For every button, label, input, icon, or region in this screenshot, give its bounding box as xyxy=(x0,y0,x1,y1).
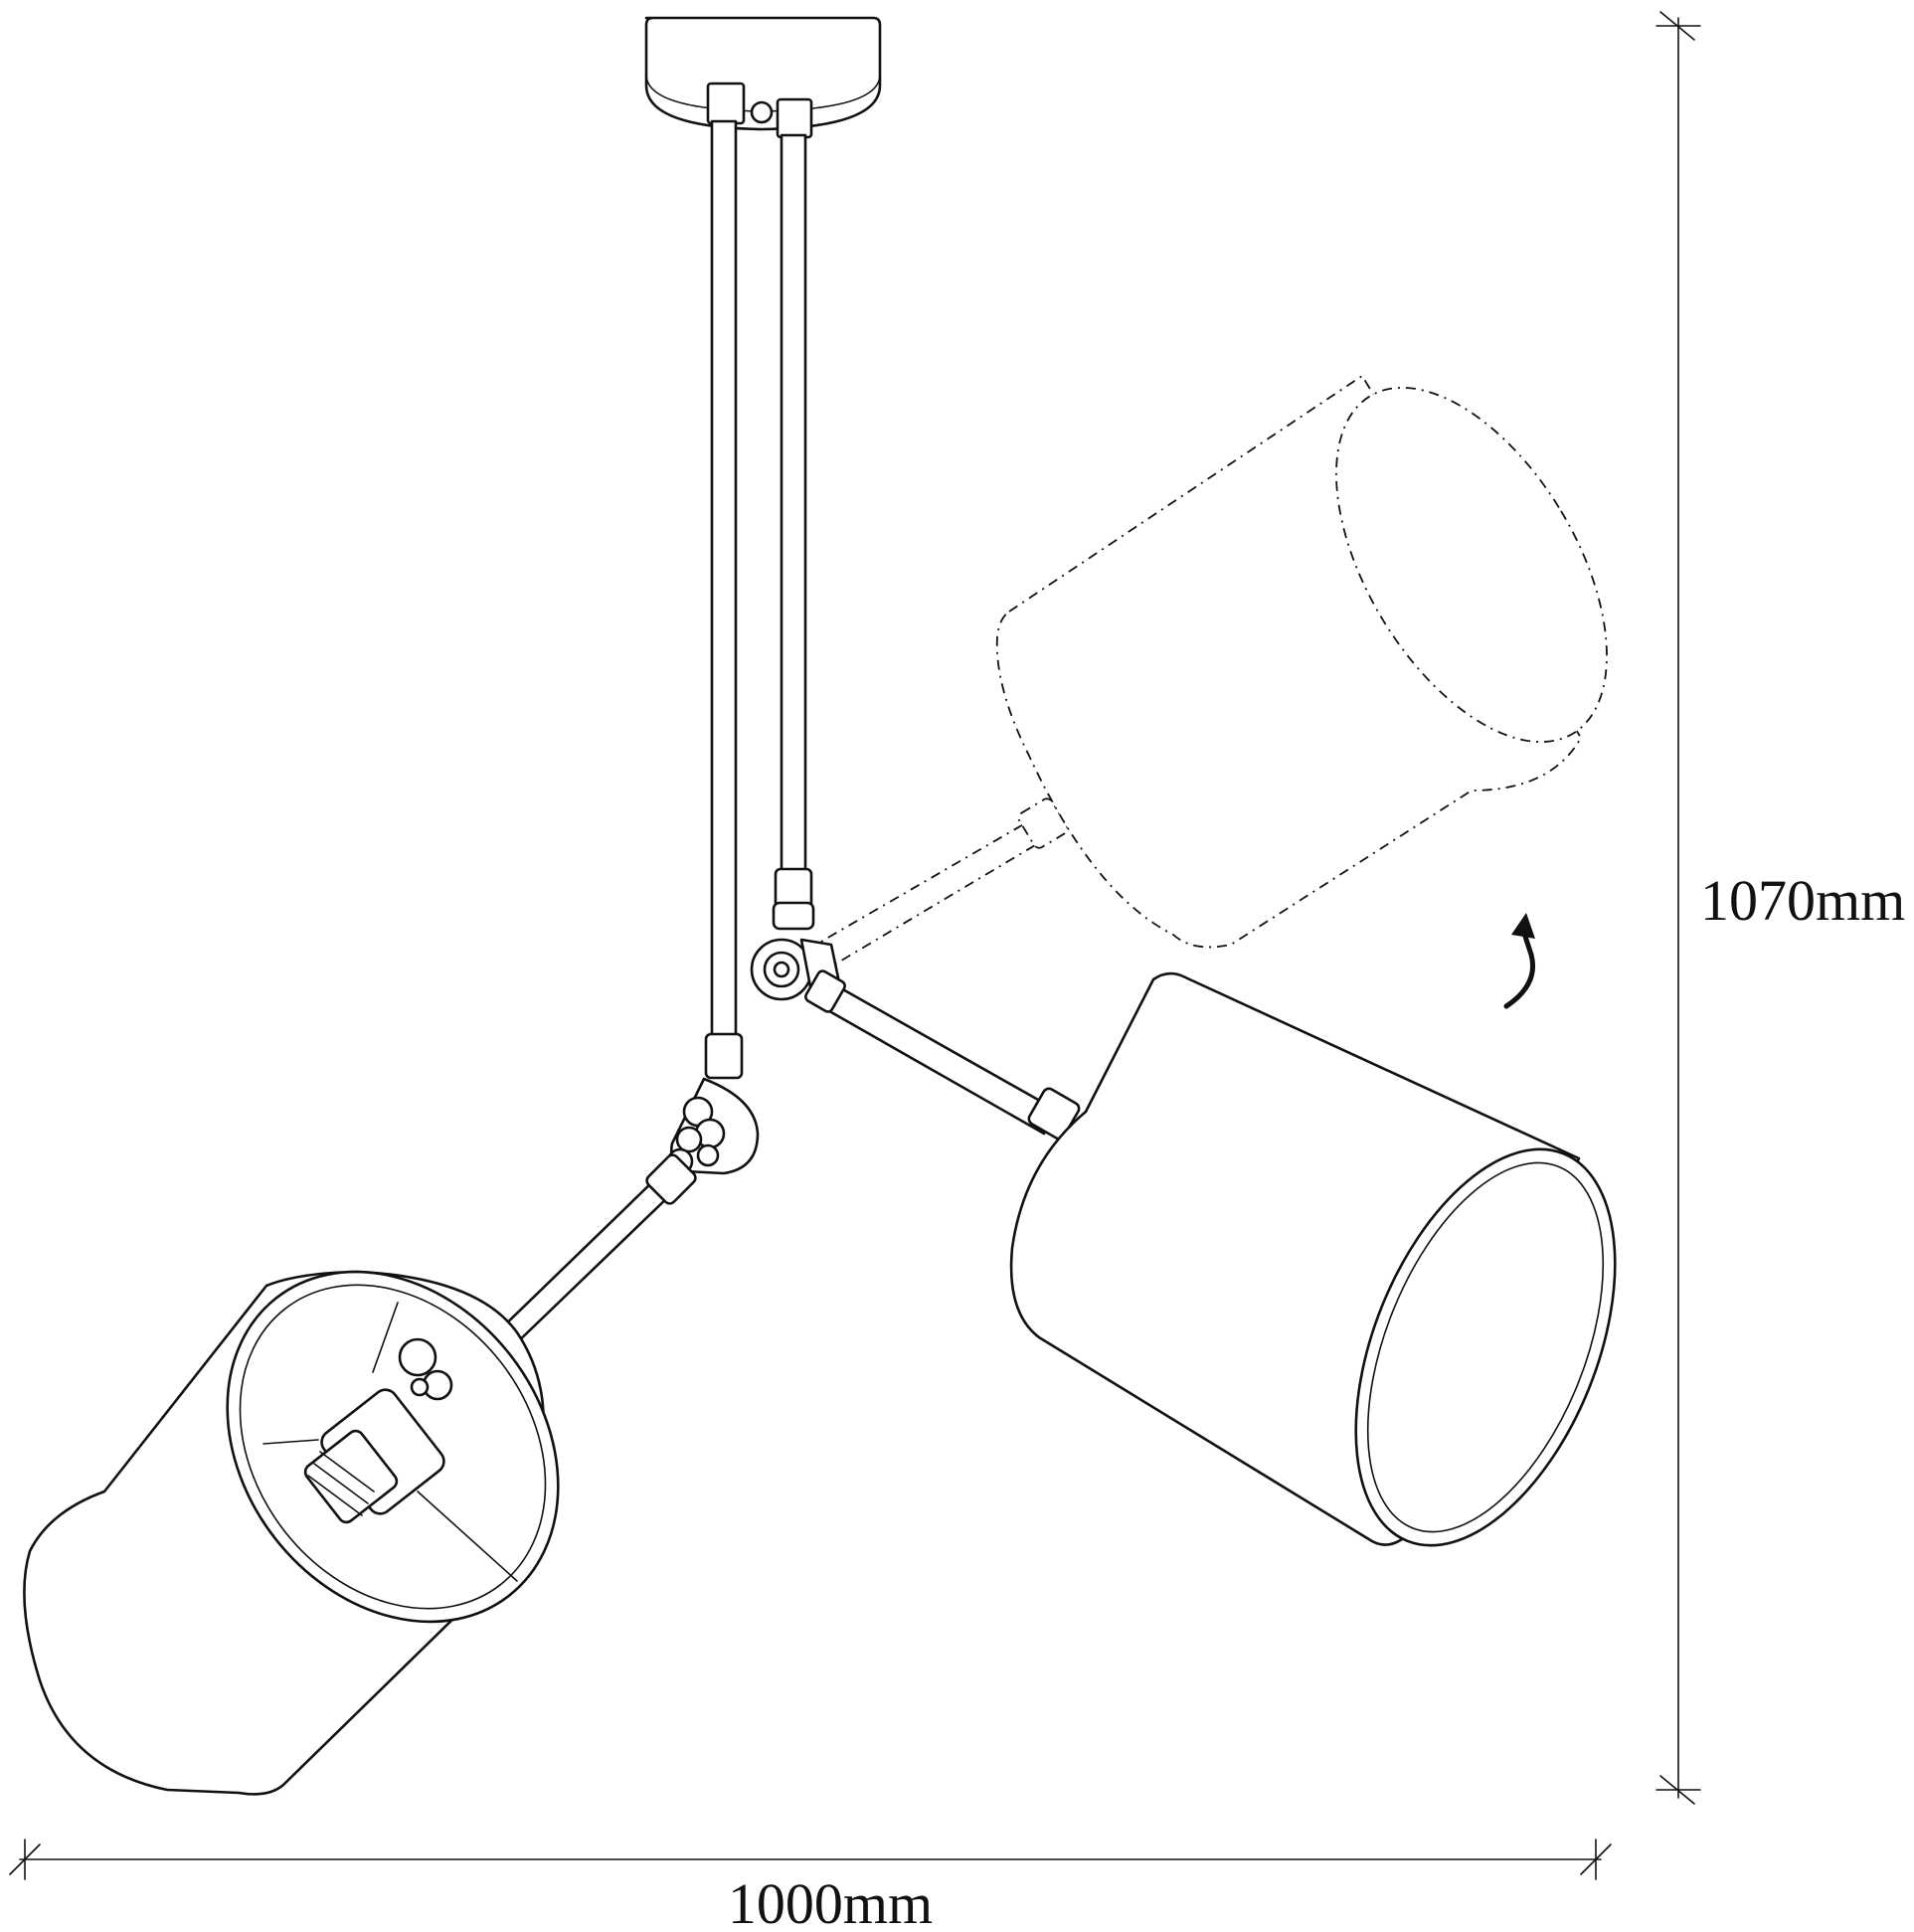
height-dimension-label: 1070mm xyxy=(1700,868,1905,933)
right-rod xyxy=(774,133,813,915)
ghost-lamp-position xyxy=(806,374,1608,973)
width-dimension-label: 1000mm xyxy=(728,1871,933,1932)
left-elbow-joint xyxy=(666,1077,760,1175)
left-lamp xyxy=(23,1270,560,1796)
height-dimension: 1070mm xyxy=(1655,11,1905,1805)
ceiling-canopy xyxy=(644,16,882,139)
left-rod xyxy=(704,119,744,1080)
width-dimension: 1000mm xyxy=(9,1839,1612,1932)
curved-arrow-up-icon xyxy=(1503,913,1536,1009)
right-lamp xyxy=(804,969,1617,1547)
